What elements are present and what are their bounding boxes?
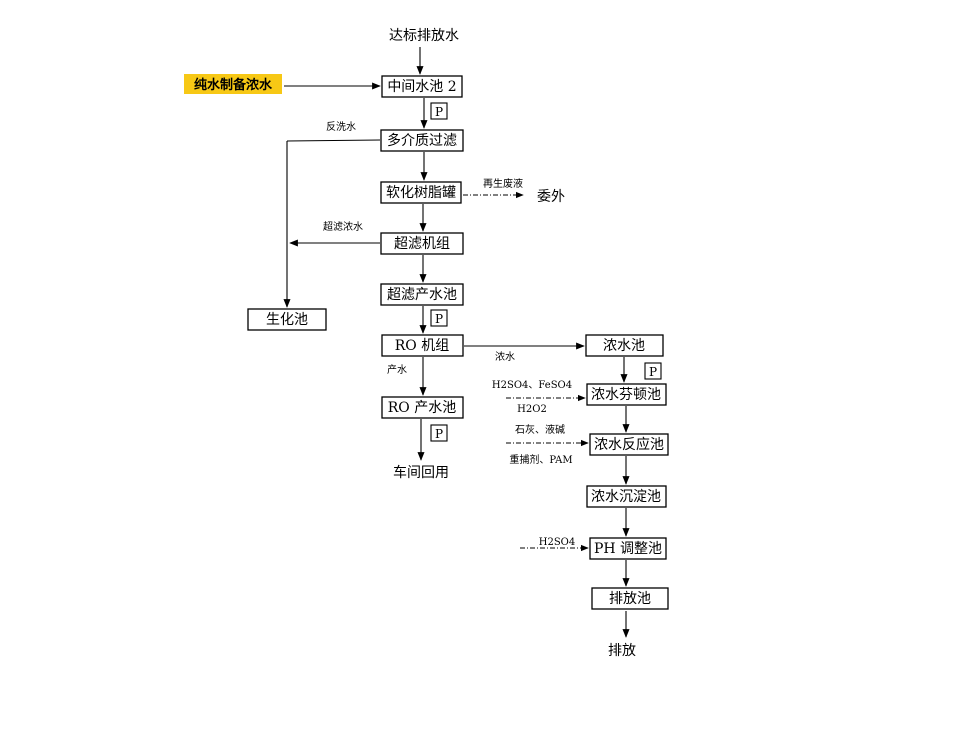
- label-conc-pool: 浓水池: [603, 338, 645, 354]
- pump-2-label: P: [435, 312, 443, 326]
- label-pool2: 中间水池 2: [387, 79, 456, 95]
- label-lime-caustic: 石灰、液碱: [515, 423, 565, 436]
- label-h2o2: H2O2: [517, 404, 547, 415]
- label-conc: 浓水: [495, 351, 515, 363]
- label-h2so4-feso4: H2SO4、FeSO4: [492, 380, 572, 391]
- pump-4-label: P: [649, 365, 657, 379]
- label-softener: 软化树脂罐: [386, 185, 456, 201]
- box-discharge-pool: [591, 587, 669, 610]
- label-fenton-pool: 浓水芬顿池: [591, 387, 661, 403]
- box-ro-unit: [381, 334, 464, 357]
- pump-4: [644, 362, 662, 380]
- box-uf-product-pool: [380, 283, 464, 306]
- box-ro-product-pool: [381, 396, 464, 419]
- label-pure-water-conc: 纯水制备浓水: [194, 77, 273, 93]
- box-reaction-pool: [589, 433, 669, 456]
- label-discharge-pool: 排放池: [609, 591, 651, 607]
- box-fenton-pool: [586, 383, 667, 406]
- box-settling-pool: [586, 485, 667, 508]
- label-uf-unit: 超滤机组: [394, 236, 450, 252]
- line-backwash: [286, 139, 381, 142]
- label-chelator-pam: 重捕剂、PAM: [509, 453, 572, 466]
- label-workshop-reuse: 车间回用: [393, 464, 449, 481]
- box-uf-unit: [380, 232, 464, 255]
- box-pool2: [381, 75, 463, 98]
- pump-3-label: P: [435, 427, 443, 441]
- label-ro-unit: RO 机组: [395, 338, 449, 354]
- box-multimedia-filter: [380, 129, 464, 152]
- label-discharge: 排放: [608, 643, 636, 659]
- box-conc-pool: [585, 334, 664, 357]
- label-uf-product-pool: 超滤产水池: [387, 287, 457, 303]
- label-multimedia-filter: 多介质过滤: [387, 132, 457, 149]
- label-product-water: 产水: [387, 363, 407, 376]
- label-ph-pool: PH 调整池: [594, 541, 662, 557]
- pump-1-label: P: [435, 105, 443, 119]
- box-biochem-pool: [247, 308, 327, 331]
- label-top-water: 达标排放水: [389, 28, 459, 44]
- label-h2so4: H2SO4: [539, 537, 576, 548]
- pump-3: [430, 424, 448, 442]
- label-backwash: 反洗水: [326, 121, 356, 133]
- pump-1: [430, 102, 448, 120]
- label-settling-pool: 浓水沉淀池: [591, 489, 661, 505]
- label-outsource: 委外: [537, 189, 565, 205]
- label-uf-conc: 超滤浓水: [323, 220, 363, 233]
- label-reaction-pool: 浓水反应池: [594, 436, 664, 453]
- label-ro-product-pool: RO 产水池: [388, 400, 456, 416]
- box-ph-pool: [589, 537, 667, 560]
- pump-2: [430, 309, 448, 327]
- label-biochem-pool: 生化池: [266, 312, 308, 328]
- box-softener: [380, 181, 462, 204]
- highlight-bar: [184, 74, 282, 94]
- label-regen-waste: 再生废液: [483, 177, 523, 190]
